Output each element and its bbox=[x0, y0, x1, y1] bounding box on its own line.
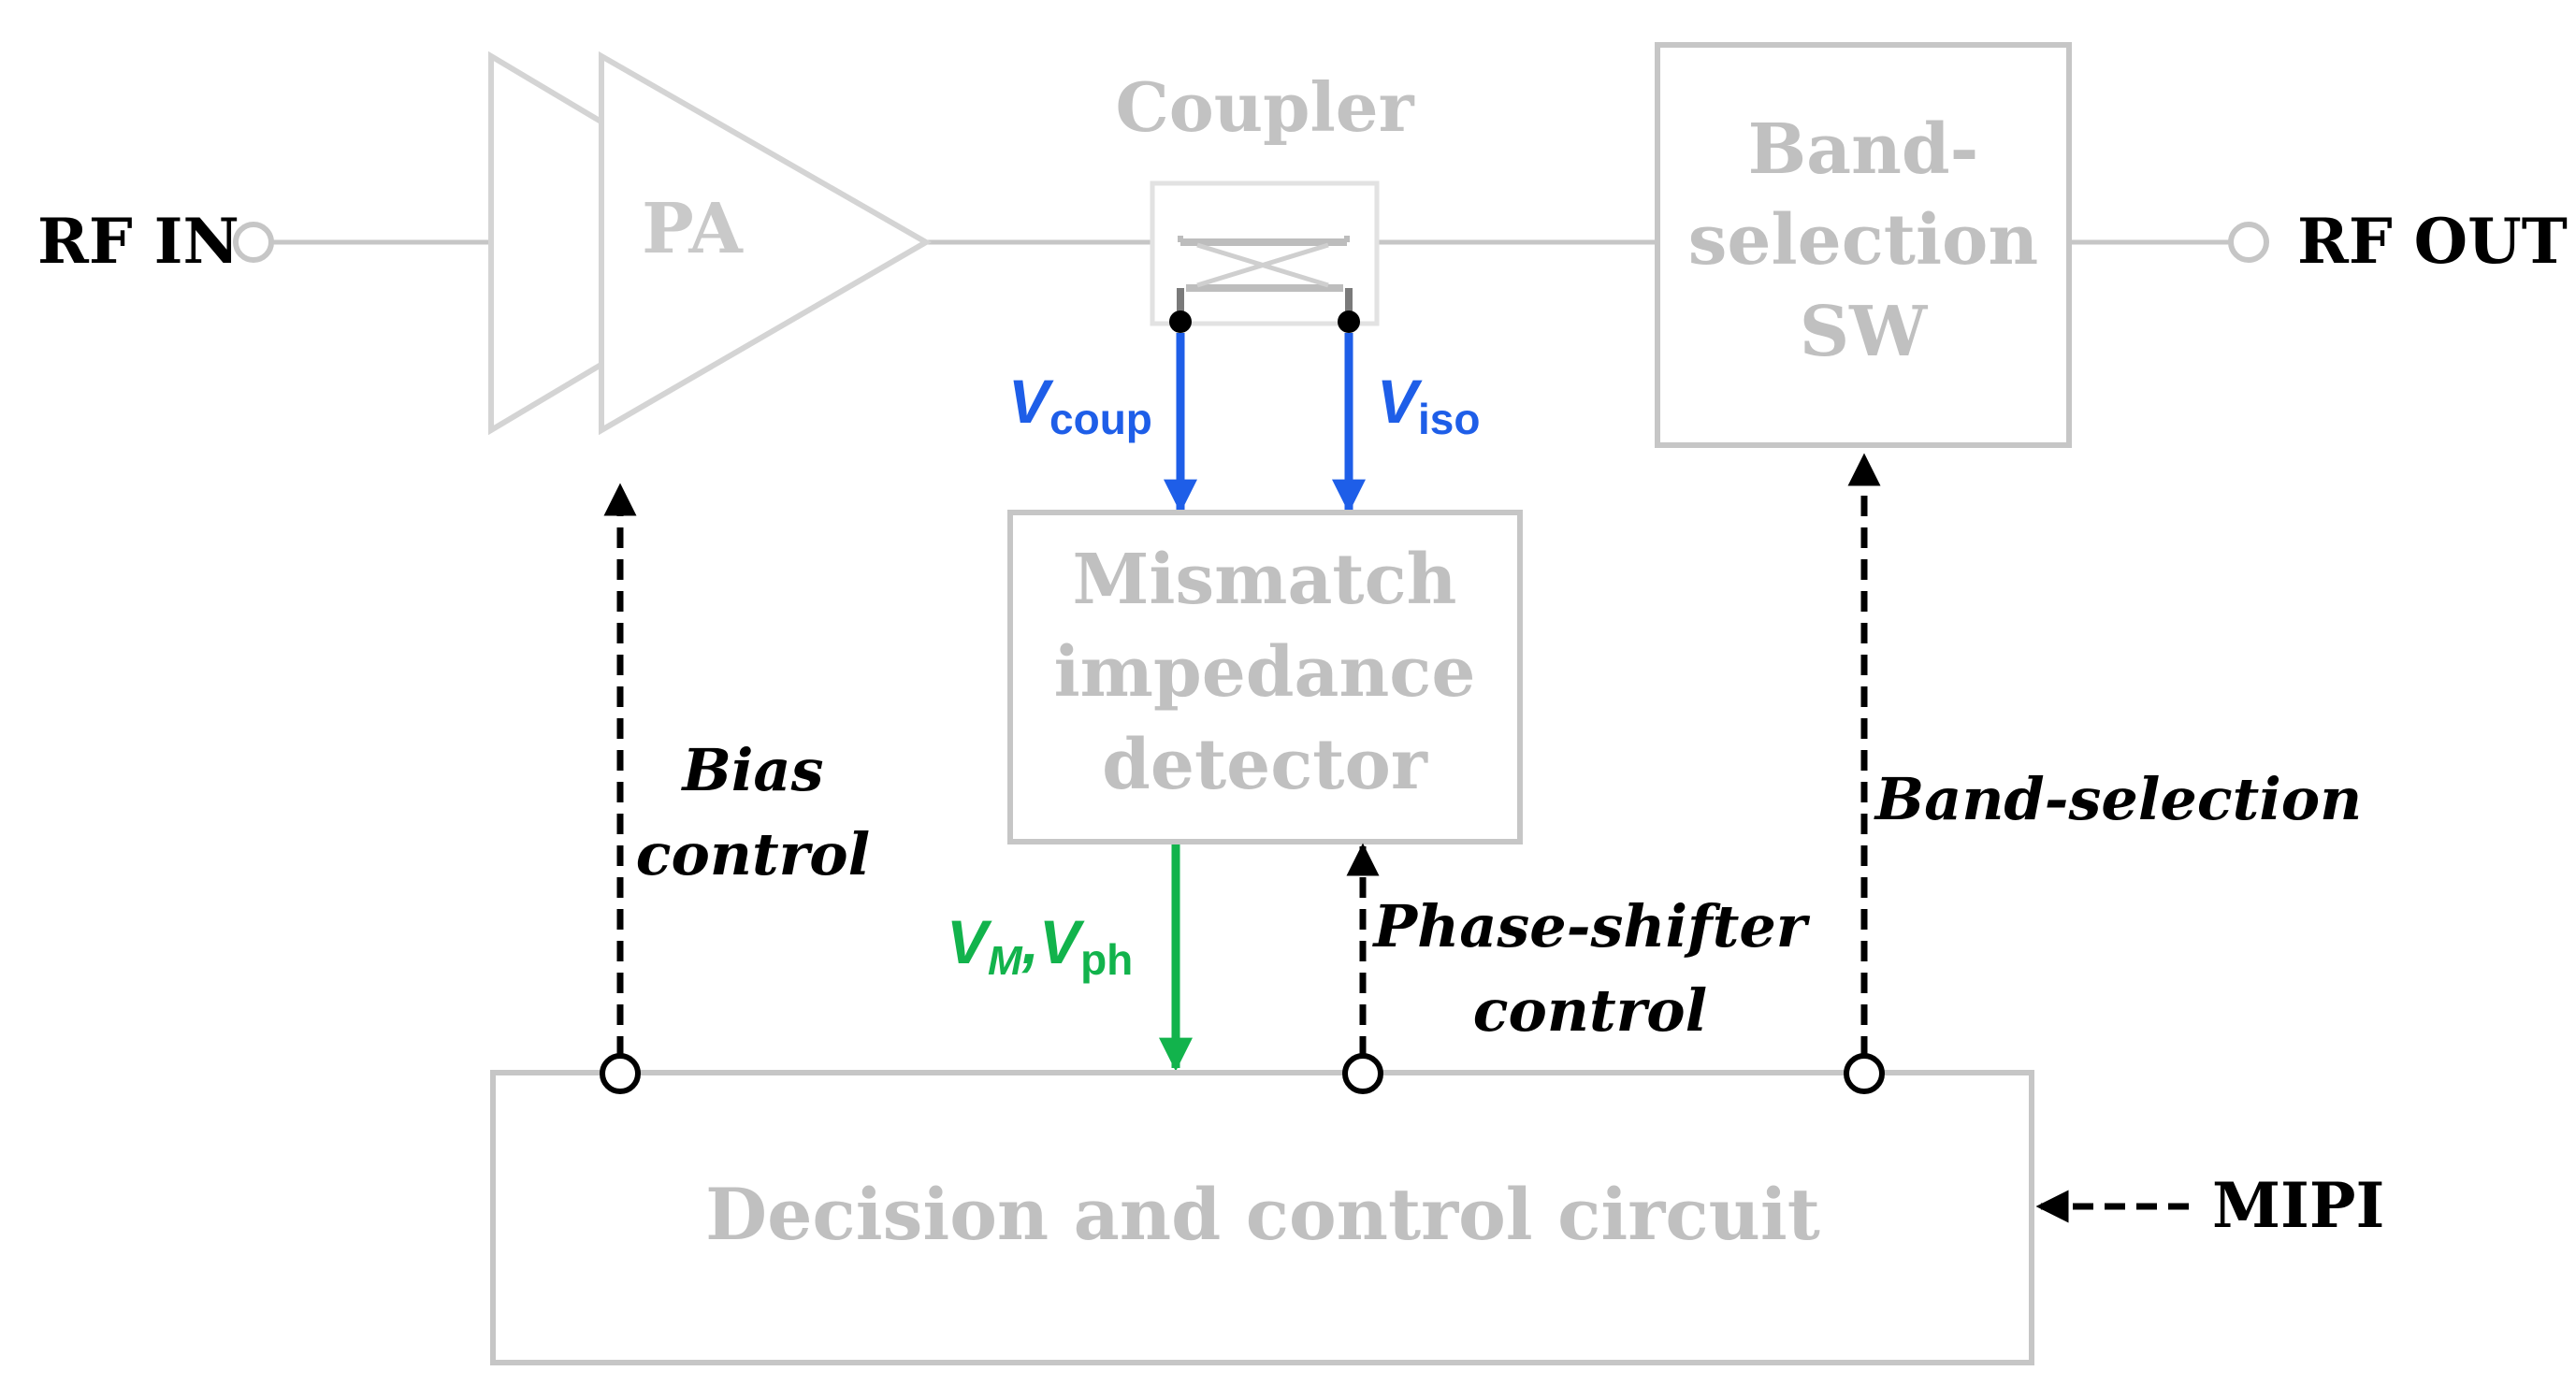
band-sw-line-3: SW bbox=[1800, 292, 1928, 372]
bias-control-line-1: Bias bbox=[680, 736, 823, 804]
pa-block bbox=[488, 51, 933, 436]
band-selection-switch-block bbox=[1655, 42, 2072, 448]
rf-out-label: RF OUT bbox=[2297, 205, 2568, 278]
bias-control-line-2: control bbox=[636, 820, 870, 888]
bias-control-node bbox=[600, 1053, 641, 1094]
v-iso-label: Viso bbox=[1377, 367, 1481, 443]
phase-shifter-control-line-2: control bbox=[1473, 976, 1707, 1045]
band-selection-label: Band-selection bbox=[1874, 765, 2362, 833]
detector-label: Mismatch impedance detector bbox=[1054, 540, 1476, 805]
coupler-label: Coupler bbox=[1115, 67, 1414, 147]
phase-shifter-control-node bbox=[1342, 1053, 1383, 1094]
phase-shifter-control-line-1: Phase-shifter bbox=[1372, 892, 1811, 960]
mismatch-impedance-detector-block bbox=[1007, 510, 1523, 844]
detector-line-3: detector bbox=[1102, 725, 1428, 805]
coupler-block bbox=[1150, 180, 1380, 326]
pa-label: PA bbox=[642, 189, 744, 269]
rf-in-port bbox=[233, 222, 274, 263]
mipi-label: MIPI bbox=[2212, 1169, 2384, 1242]
band-selection-switch-label: Band- selection SW bbox=[1688, 109, 2038, 372]
decision-control-label: Decision and control circuit bbox=[705, 1173, 1820, 1256]
rf-out-port bbox=[2228, 222, 2269, 263]
detector-line-2: impedance bbox=[1054, 632, 1476, 713]
coupler-isolated-port bbox=[1338, 310, 1360, 333]
detector-line-1: Mismatch bbox=[1073, 540, 1457, 620]
band-sw-line-2: selection bbox=[1688, 200, 2038, 281]
coupler-coupled-port bbox=[1169, 310, 1192, 333]
vm-vph-label: VM,Vph bbox=[947, 907, 1133, 984]
band-selection-node bbox=[1844, 1053, 1885, 1094]
decision-control-circuit-block bbox=[490, 1070, 2034, 1365]
v-coup-label: Vcoup bbox=[1008, 367, 1152, 443]
band-sw-line-1: Band- bbox=[1748, 109, 1979, 190]
rf-in-label: RF IN bbox=[37, 205, 239, 278]
